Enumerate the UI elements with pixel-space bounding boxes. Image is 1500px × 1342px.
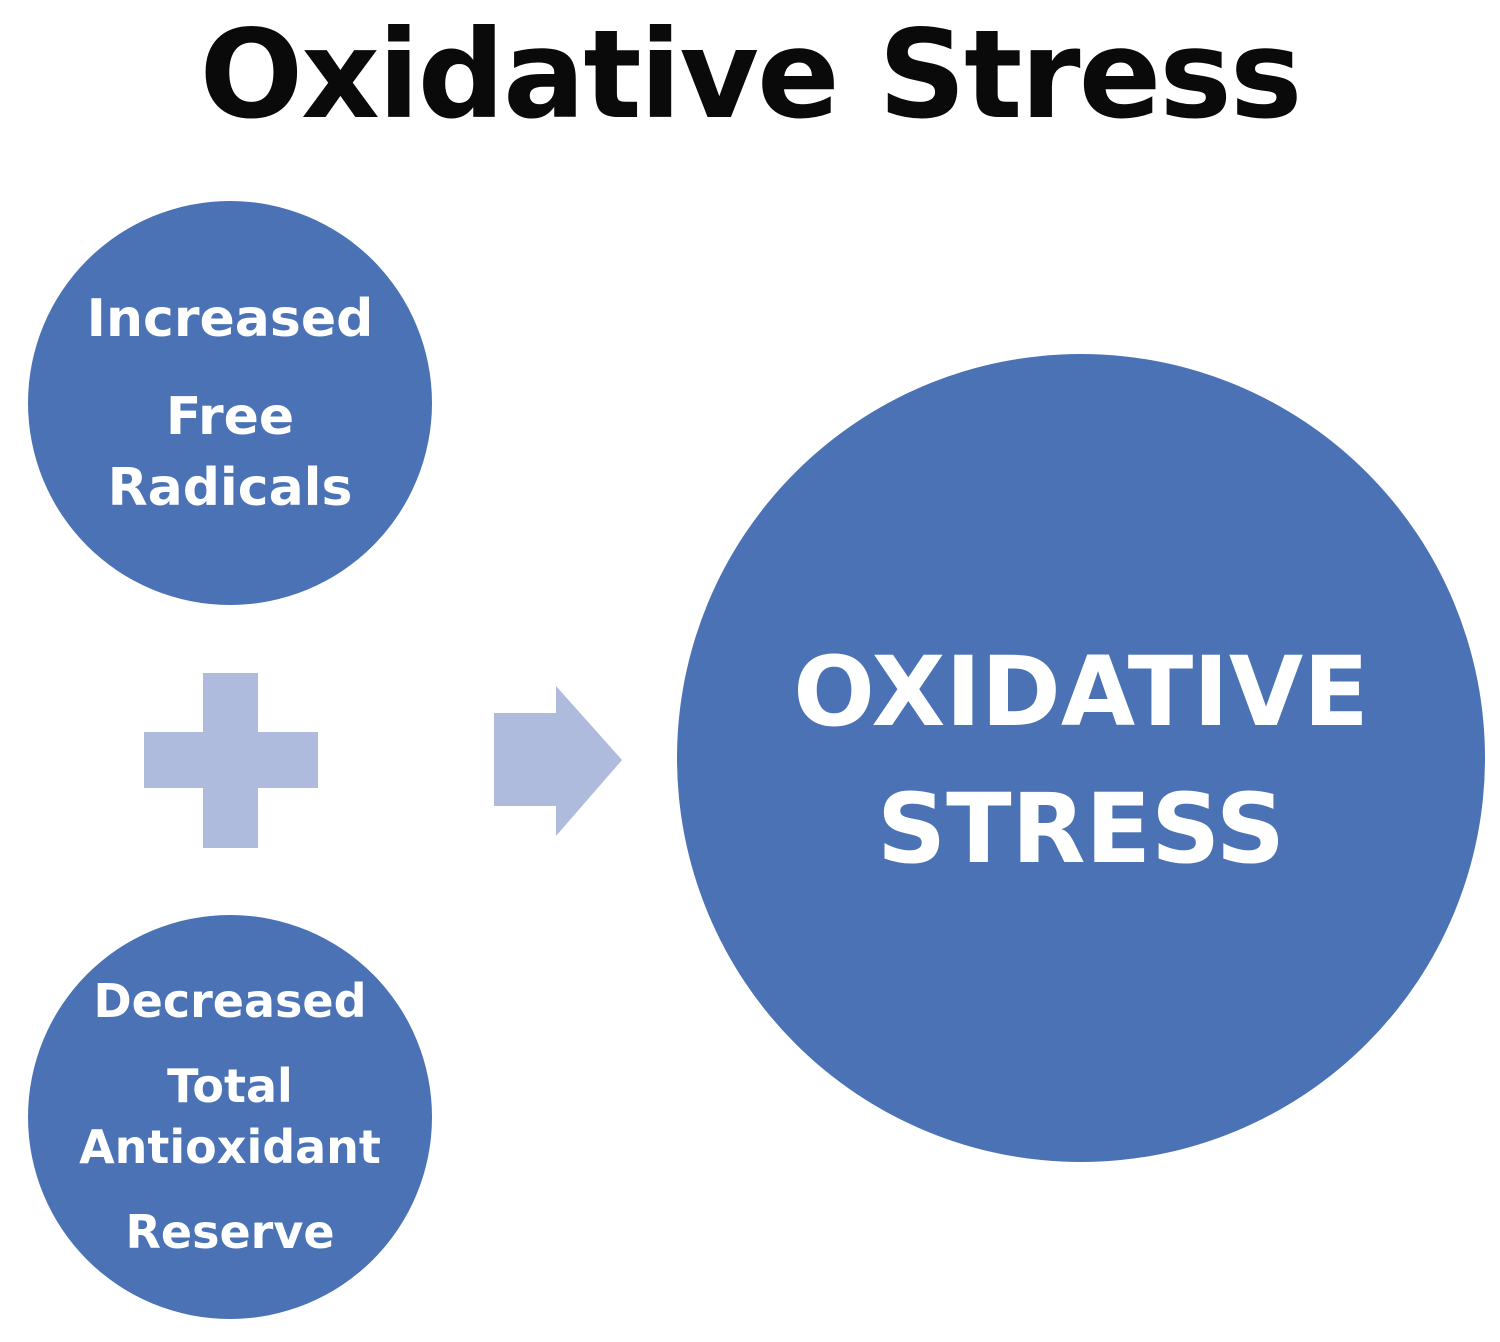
arrow-right-icon xyxy=(494,686,622,836)
node-label-line: Decreased xyxy=(93,974,366,1028)
node-label-line: Total xyxy=(167,1059,293,1113)
node-antioxidant-reserve: Decreased Total Antioxidant Reserve xyxy=(28,915,432,1319)
node-label-line: Radicals xyxy=(108,458,353,518)
plus-icon xyxy=(144,673,318,848)
node-label-line: STRESS xyxy=(877,773,1285,885)
node-label-line: OXIDATIVE xyxy=(793,636,1369,748)
node-label-line: Free xyxy=(166,387,294,447)
diagram-title: Oxidative Stress xyxy=(199,4,1302,146)
node-label-line: Increased xyxy=(87,289,374,349)
node-label-line: Reserve xyxy=(125,1205,334,1259)
node-free-radicals: Increased Free Radicals xyxy=(28,201,432,605)
node-label-line: Antioxidant xyxy=(79,1120,381,1174)
node-oxidative-stress: OXIDATIVE STRESS xyxy=(677,354,1485,1162)
